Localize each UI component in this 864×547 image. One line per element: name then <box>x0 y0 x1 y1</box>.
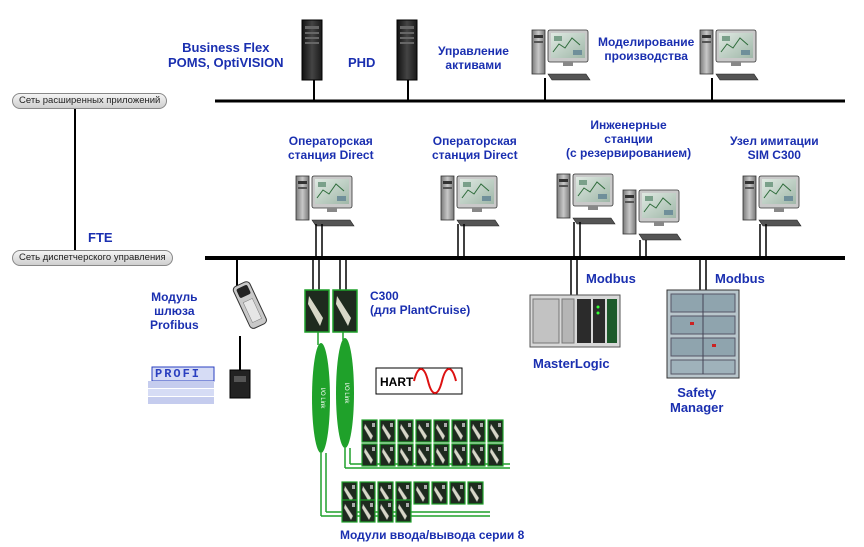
phd-server-icon <box>396 19 418 81</box>
profi-logo-text: PROFI <box>155 367 202 381</box>
c300-controller-b-icon <box>332 289 358 333</box>
profibus-device-icon <box>229 369 251 399</box>
c300-controller-a-icon <box>304 289 330 333</box>
hart-label: HART <box>380 375 414 389</box>
hart-signal-icon: HART <box>375 367 463 395</box>
asset-mgmt-workstation-icon <box>531 29 591 81</box>
asset-mgmt-label: Управление активами <box>438 44 509 72</box>
op-station-1-icon <box>295 175 355 227</box>
io-modules-label: Модули ввода/вывода серии 8 <box>340 528 525 542</box>
simulation-workstation-icon <box>699 29 759 81</box>
apps-network-label: Сеть расширенных приложений <box>12 93 168 109</box>
modbus-label-1: Modbus <box>586 271 636 286</box>
sim-c300-label: Узел имитации SIM C300 <box>730 134 819 162</box>
op-station-1-label: Операторская станция Direct <box>288 134 374 162</box>
profibus-logo-icon <box>148 366 215 404</box>
io-modules-row-1 <box>361 419 504 467</box>
profibus-gateway-icon <box>232 281 267 329</box>
safety-manager-cabinet-icon <box>666 289 740 379</box>
svg-text:I/O Link: I/O Link <box>319 388 325 410</box>
profibus-gateway-label: Модуль шлюза Profibus <box>150 290 199 332</box>
eng-station-a-icon <box>556 173 616 225</box>
eng-stations-label: Инженерные станции (с резервированием) <box>566 118 692 160</box>
safety-manager-label: Safety Manager <box>670 385 724 415</box>
masterlogic-label: MasterLogic <box>533 356 610 371</box>
svg-text:I/O Link: I/O Link <box>343 383 349 405</box>
op-station-2-label: Операторская станция Direct <box>432 134 518 162</box>
control-network-label: Сеть диспетчерского управления <box>12 250 173 266</box>
io-link-a-icon <box>312 343 330 453</box>
business-flex-server-icon <box>301 19 323 81</box>
fte-label: FTE <box>88 230 113 245</box>
modbus-label-2: Modbus <box>715 271 765 286</box>
simulation-label: Моделирование производства <box>598 35 695 63</box>
io-link-b-icon <box>336 338 354 448</box>
c300-label: C300 (для PlantCruise) <box>370 289 471 317</box>
business-flex-label: Business Flex POMS, OptiVISION <box>168 40 284 70</box>
eng-station-b-icon <box>622 189 682 241</box>
masterlogic-plc-icon <box>529 294 621 348</box>
sim-c300-station-icon <box>742 175 802 227</box>
op-station-2-icon <box>440 175 500 227</box>
phd-label: PHD <box>348 55 376 70</box>
